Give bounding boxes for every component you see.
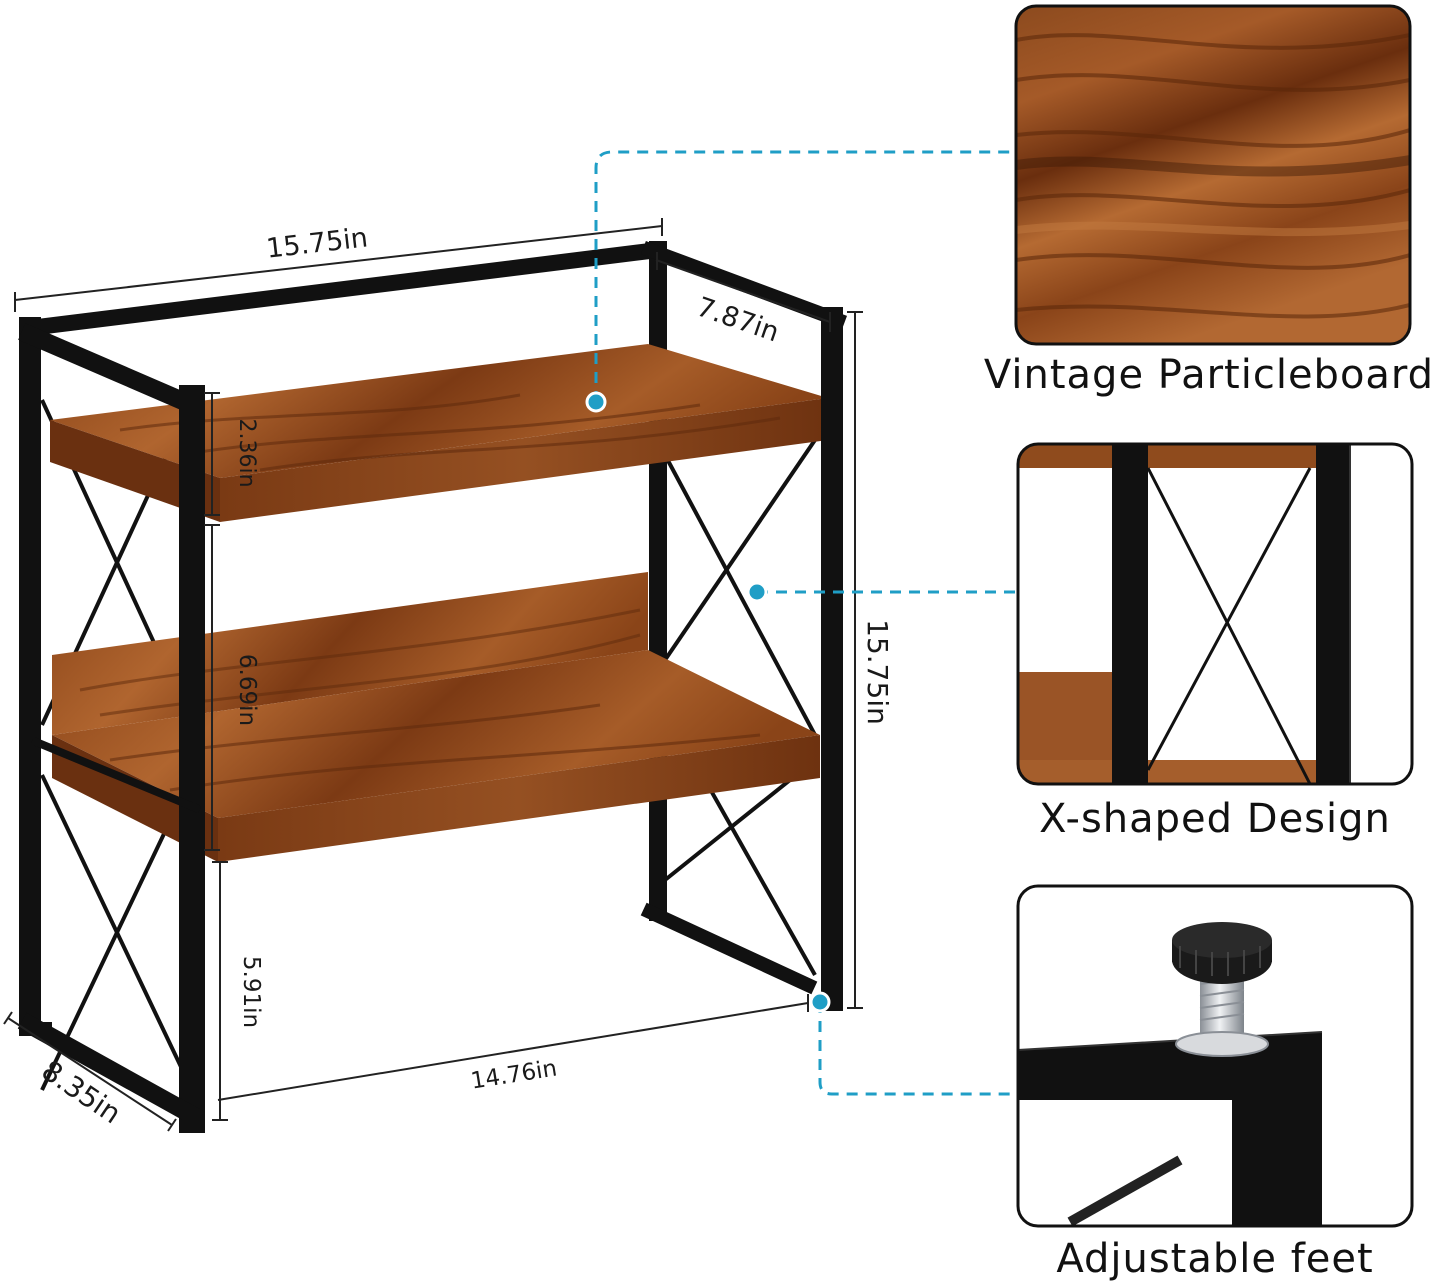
callout-lines: [594, 150, 1016, 1096]
callout-dot-x: [746, 581, 768, 603]
x-frame-closeup-icon: [1016, 442, 1414, 786]
dim-shelf-gap: 6.69in: [234, 654, 260, 726]
dim-bottom-width: 14.76in: [469, 1055, 559, 1094]
bottom-shelf: [52, 572, 820, 862]
dimension-lines: [3, 218, 863, 1132]
dim-top-width: 15.75in: [265, 222, 370, 264]
caption-vintage-particleboard: Vintage Particleboard: [983, 352, 1435, 398]
caption-adjustable-feet: Adjustable feet: [1056, 1236, 1374, 1282]
caption-x-shaped-design: X-shaped Design: [1039, 796, 1391, 842]
foot-left-back: [34, 1022, 52, 1036]
callout-dot-feet: [809, 991, 831, 1013]
dim-shelf-thickness: 2.36in: [234, 418, 259, 487]
leveling-foot-closeup-icon: [1016, 884, 1414, 1228]
bookshelf-illustration: [17, 240, 848, 1133]
dim-height: 15.75in: [861, 619, 894, 725]
wood-grain-closeup-icon: [1014, 4, 1412, 346]
front-frame: [17, 307, 843, 1133]
top-shelf: [50, 344, 828, 522]
foot-left-front: [182, 1118, 204, 1130]
right-x-brace: [663, 438, 817, 976]
dim-leg-height: 5.91in: [238, 956, 264, 1028]
callout-dot-wood: [585, 391, 607, 413]
